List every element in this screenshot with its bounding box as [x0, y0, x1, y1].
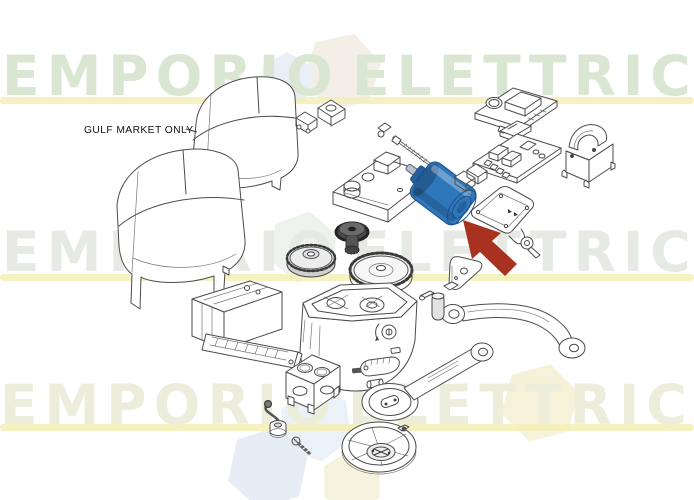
part-lever-bushing-screw: [264, 400, 311, 455]
label-leader-line: [185, 128, 198, 133]
part-board-cover: [474, 87, 558, 134]
part-motor-highlighted: [405, 161, 477, 226]
part-hinge-pin-roller: [419, 281, 459, 321]
part-bevel-gear-dark: [334, 221, 370, 255]
highlight-arrow-icon: [463, 220, 517, 276]
cable-grommet: [527, 246, 541, 259]
part-curved-arm: [441, 303, 586, 359]
hexagon-icon: [228, 426, 308, 500]
part-crown-gear: [348, 251, 414, 303]
part-limit-base-plate: [470, 186, 541, 259]
part-spring-cup: [341, 421, 417, 475]
part-wall-rail-bracket: [191, 280, 303, 369]
hexagon-icon: [302, 33, 382, 111]
underline-swoosh: [0, 424, 694, 431]
gulf-market-label-group: GULF MARKET ONLY: [84, 125, 198, 136]
part-release-clip: [360, 356, 400, 389]
part-mounting-block: [285, 354, 341, 415]
part-release-lock: [295, 99, 346, 134]
hexagon-icon: [501, 364, 579, 442]
gulf-market-label: GULF MARKET ONLY: [84, 125, 194, 136]
part-straight-arm: [361, 342, 494, 421]
part-board-spacer: [499, 120, 532, 142]
part-control-board: [472, 133, 562, 184]
part-capacitor-connector: [454, 163, 488, 196]
part-transformer: [561, 124, 616, 189]
part-triangular-bracket: [448, 256, 483, 291]
part-intermediate-gear: [285, 243, 337, 278]
part-cover-standard: [116, 148, 246, 310]
